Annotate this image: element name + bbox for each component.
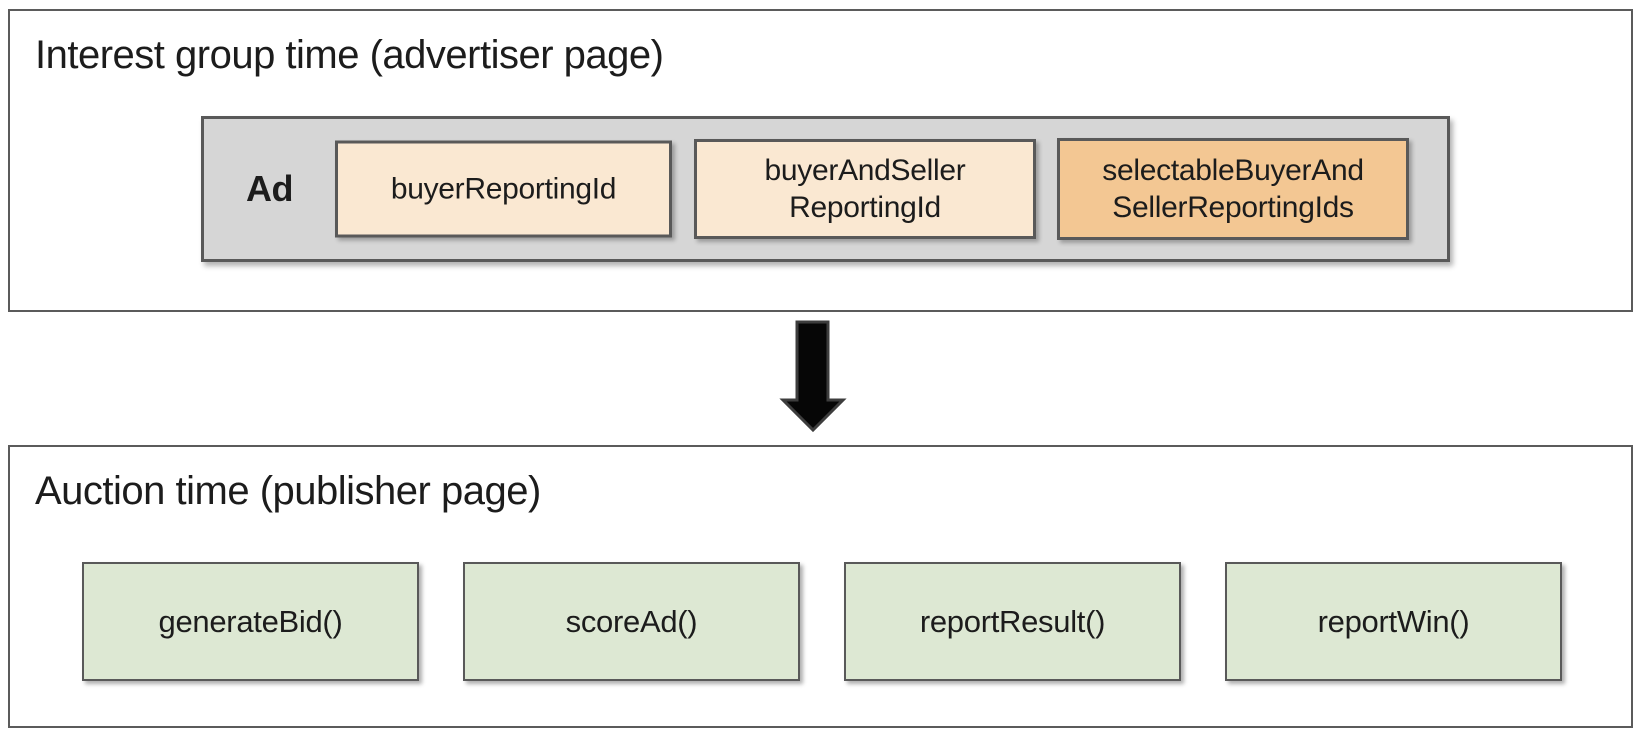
buyer-reporting-id-box: buyerReportingId [335, 140, 672, 238]
interest-group-panel: Interest group time (advertiser page) Ad… [8, 9, 1633, 312]
selectable-buyer-and-seller-reporting-ids-box: selectableBuyerAnd SellerReportingIds [1057, 138, 1409, 240]
report-win-label: reportWin() [1317, 603, 1470, 639]
auction-panel: Auction time (publisher page) generateBi… [8, 445, 1633, 728]
interest-group-title: Interest group time (advertiser page) [35, 33, 664, 77]
score-ad-box: scoreAd() [463, 562, 800, 681]
buyer-and-seller-reporting-id-box: buyerAndSeller ReportingId [694, 139, 1036, 239]
down-arrow-icon [779, 320, 847, 433]
ad-container: Ad buyerReportingId buyerAndSeller Repor… [201, 116, 1450, 262]
ad-label: Ad [246, 168, 294, 209]
buyer-reporting-id-label: buyerReportingId [390, 172, 617, 206]
score-ad-label: scoreAd() [565, 603, 698, 639]
report-result-box: reportResult() [844, 562, 1181, 681]
generate-bid-label: generateBid() [158, 603, 343, 639]
report-win-box: reportWin() [1225, 562, 1562, 681]
buyer-and-seller-reporting-id-label: buyerAndSeller ReportingId [764, 153, 966, 225]
report-result-label: reportResult() [919, 603, 1106, 639]
generate-bid-box: generateBid() [82, 562, 419, 681]
selectable-buyer-and-seller-reporting-ids-label: selectableBuyerAnd SellerReportingIds [1102, 153, 1364, 225]
auction-title: Auction time (publisher page) [35, 469, 541, 513]
